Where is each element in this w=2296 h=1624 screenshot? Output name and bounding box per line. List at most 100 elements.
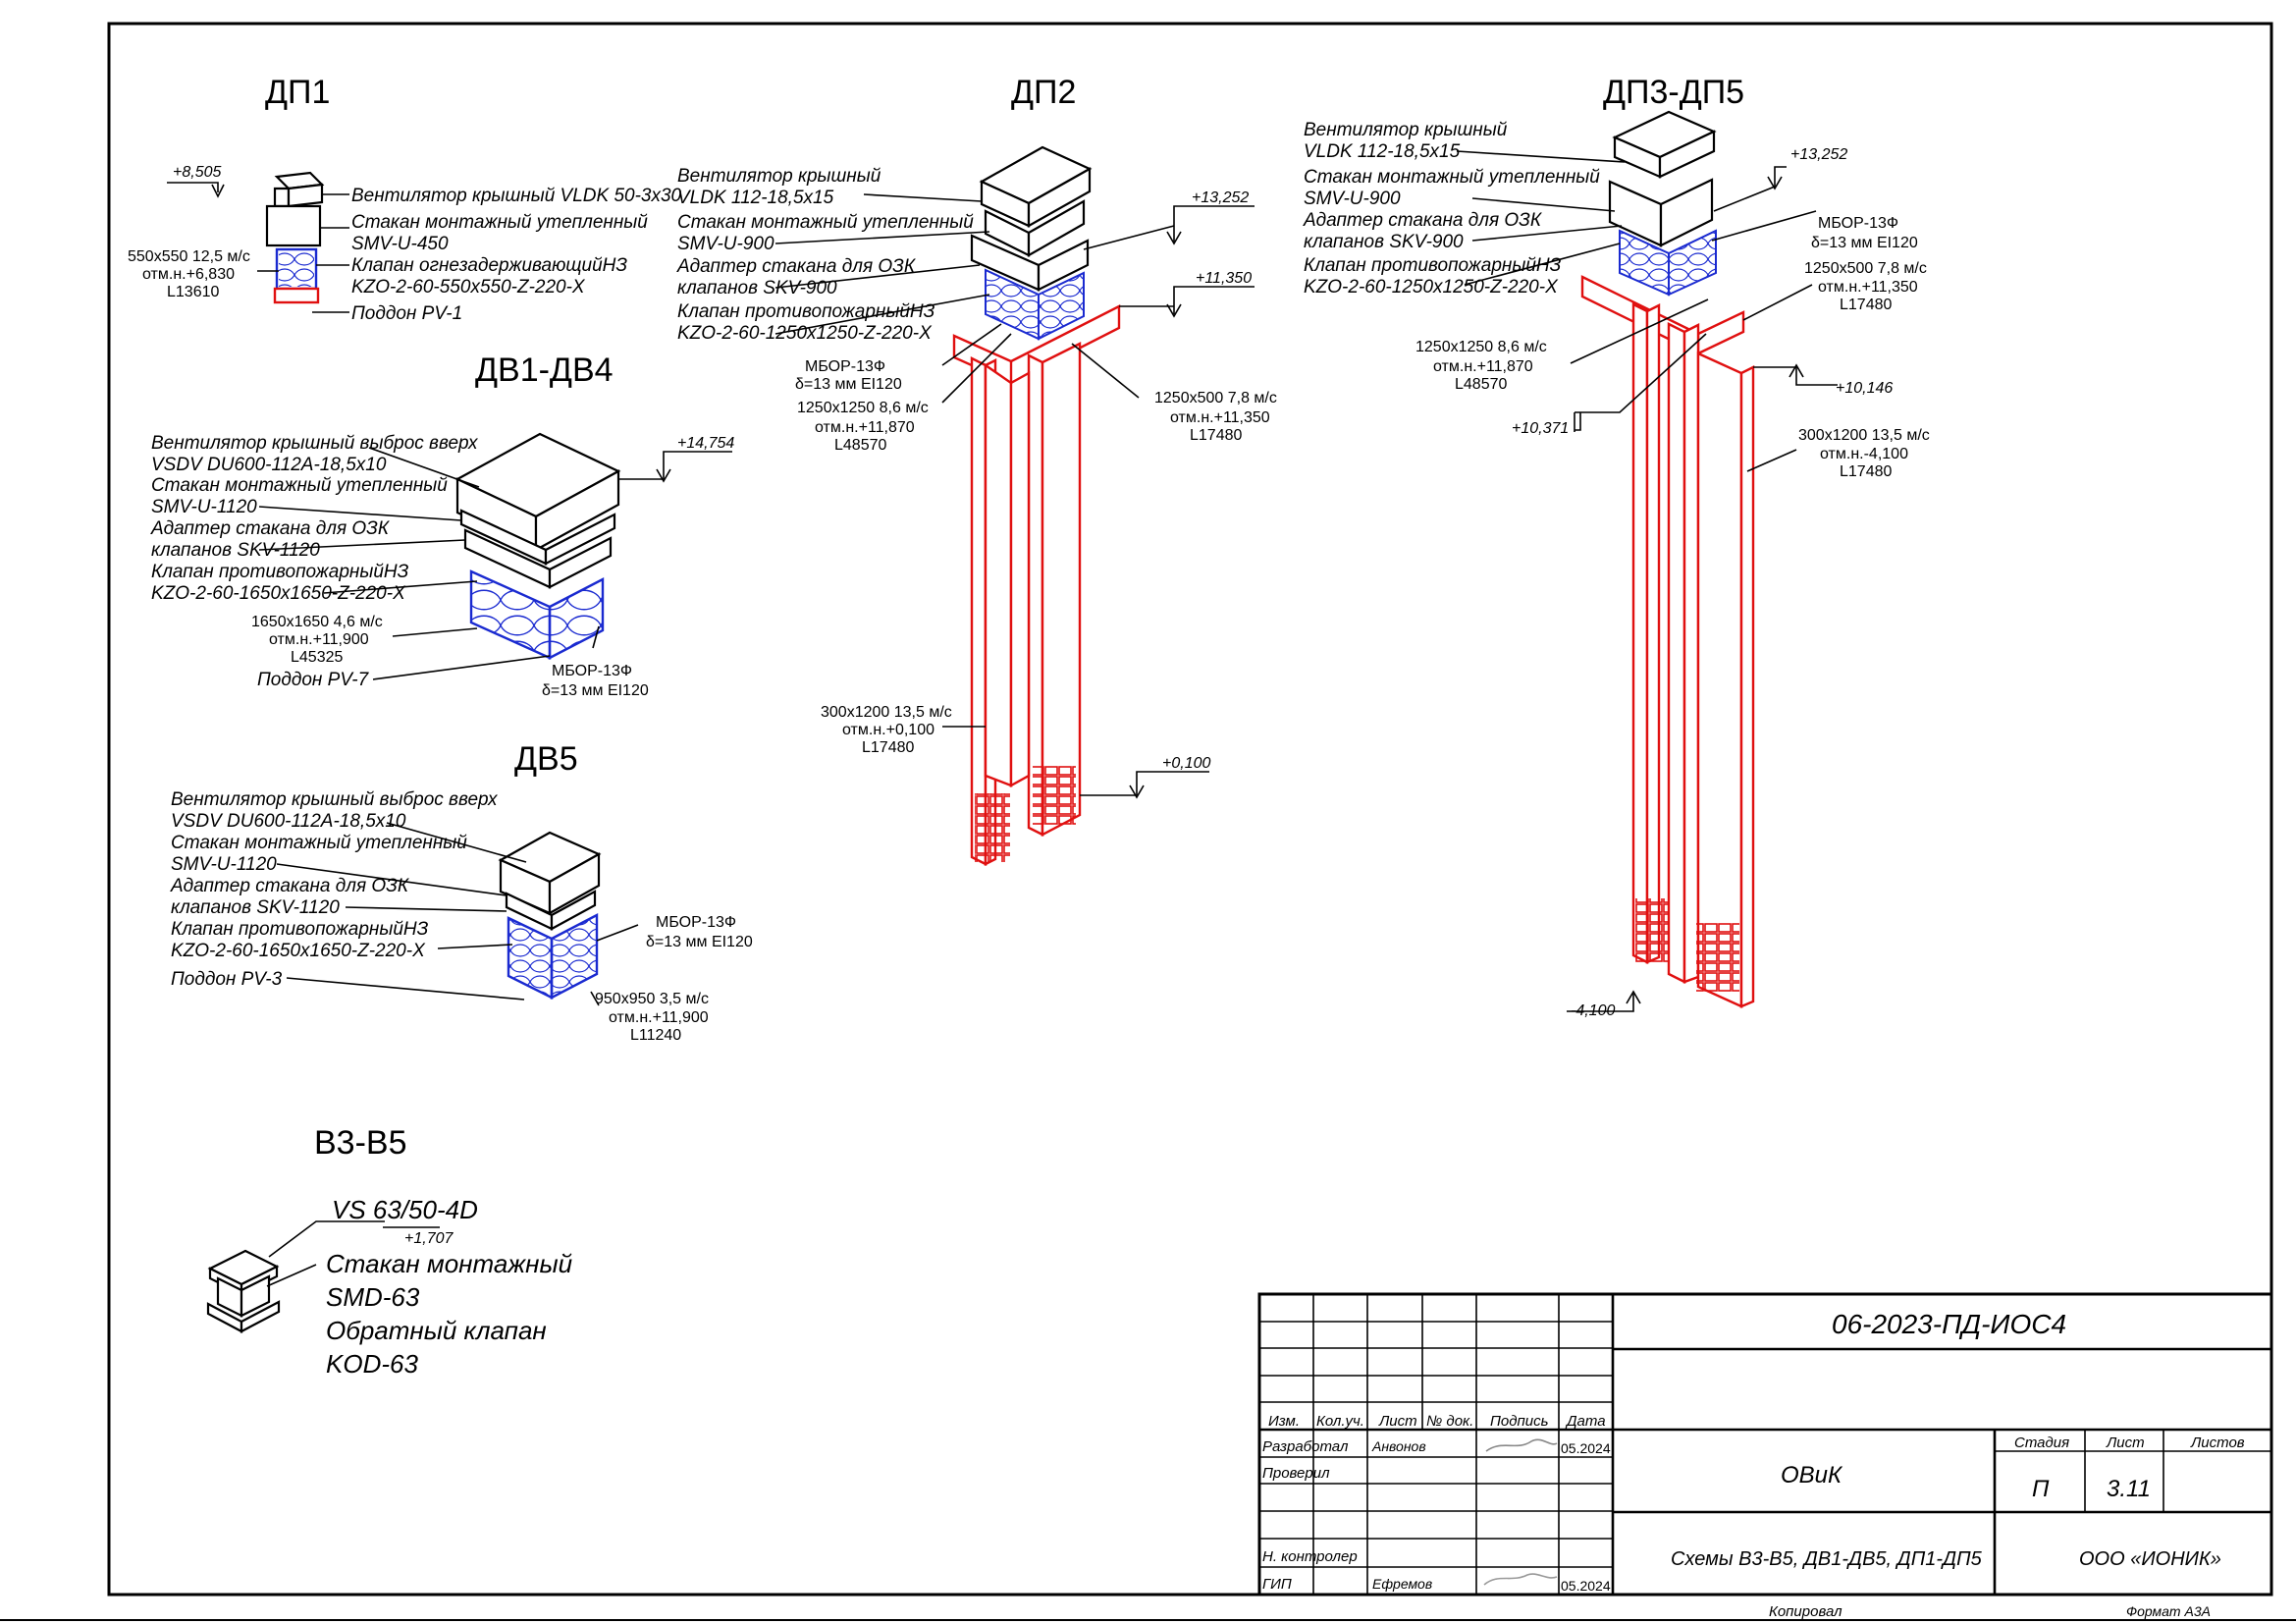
dv1-mbor-1: МБОР-13Ф [552, 663, 632, 679]
dp2-elev-11350: +11,350 [1196, 270, 1252, 287]
dp3-duct2-elev: отм.н.+11,350 [1818, 279, 1918, 296]
sheet-frame [107, 22, 2273, 1597]
dv5-fan-label-1: Вентилятор крышный выброс вверх [171, 789, 499, 810]
dp3-duct2-length: L17480 [1840, 297, 1892, 313]
title-dp2: ДП2 [1011, 74, 1076, 111]
stamp-copied: Копировал [1769, 1603, 1842, 1620]
dp3-leaders [1456, 150, 1838, 1012]
dp1-sleeve-label-2: SMV-U-450 [351, 234, 449, 254]
stamp-developer-date: 05.2024 [1561, 1440, 1611, 1456]
dp2-mbor-1: МБОР-13Ф [805, 358, 885, 375]
dp2-sleeve-label-2: SMV-U-900 [677, 234, 774, 254]
stamp-sheet-header: Лист [2106, 1435, 2145, 1451]
dv1-duct-elev: отм.н.+11,900 [269, 631, 369, 648]
dp1-duct-elev: отм.н.+6,830 [142, 266, 235, 283]
dv1-valve-label-2: KZO-2-60-1650х1650-Z-220-X [151, 583, 406, 604]
dp1-duct-size: 550х550 12,5 м/с [128, 248, 250, 265]
title-dp1: ДП1 [265, 74, 330, 111]
dp3-valve-label-2: KZO-2-60-1250х1250-Z-220-X [1304, 277, 1559, 298]
dv5-fan-unit [498, 831, 602, 1000]
dv1-leaders [258, 447, 732, 680]
dv1-duct-size: 1650х1650 4,6 м/с [251, 614, 383, 630]
dp3-adapter-label-1: Адаптер стакана для ОЗК [1303, 210, 1543, 231]
dp3-duct1-size: 1250х1250 8,6 м/с [1415, 339, 1547, 355]
v3-check-valve-model: KOD-63 [326, 1349, 418, 1379]
stamp-developer-name: Анвонов [1371, 1438, 1426, 1454]
dv1-fan-label-1: Вентилятор крышный выброс вверх [151, 433, 479, 454]
dp2-ducts [952, 304, 1121, 866]
dp1-duct-length: L13610 [167, 284, 219, 300]
v3-check-valve-label: Обратный клапан [326, 1316, 547, 1345]
dp3-duct3-size: 300х1200 13,5 м/с [1798, 427, 1930, 444]
v3-leaders [266, 1220, 440, 1287]
stamp-organization: ООО «ИОНИК» [2079, 1548, 2221, 1570]
stamp-format: Формат А3А [2126, 1603, 2211, 1619]
dp3-elev-10371: +10,371 [1512, 420, 1569, 437]
dv5-fan-label-2: VSDV DU600-112A-18,5х10 [171, 811, 406, 832]
title-dp3-dp5: ДП3-ДП5 [1603, 74, 1744, 111]
dv5-tray-label: Поддон PV-3 [171, 969, 283, 990]
stamp-h-list: Лист [1378, 1413, 1417, 1430]
dv5-valve-label-2: KZO-2-60-1650х1650-Z-220-X [171, 941, 426, 961]
dv5-adapter-label-1: Адаптер стакана для ОЗК [170, 876, 410, 896]
v3-fan-label: VS 63/50-4D [332, 1195, 478, 1224]
dv1-tray-label: Поддон PV-7 [257, 670, 370, 690]
dp3-elev-13252: +13,252 [1790, 146, 1847, 163]
dp2-elev-0100: +0,100 [1162, 755, 1210, 772]
stamp-h-podp: Подпись [1490, 1413, 1549, 1430]
dp1-valve-label-2: KZO-2-60-550х550-Z-220-X [351, 277, 586, 298]
dp2-fan-label-1: Вентилятор крышный [677, 166, 881, 187]
dp1-fan-label: Вентилятор крышный VLDK 50-3х30 [351, 186, 682, 206]
stamp-doc-code: 06-2023-ПД-ИОС4 [1832, 1309, 2066, 1339]
stamp-h-kol: Кол.уч. [1316, 1413, 1364, 1430]
dv1-sleeve-label-1: Стакан монтажный утепленный [151, 475, 448, 496]
v3-sleeve-model: SMD-63 [326, 1282, 420, 1312]
v3-elevation: +1,707 [404, 1230, 454, 1247]
dp3-valve-label-1: Клапан противопожарныйНЗ [1304, 255, 1562, 276]
stamp-stage-value: П [2032, 1476, 2050, 1502]
stamp-h-izm: Изм. [1268, 1413, 1300, 1430]
dp3-duct1-length: L48570 [1455, 376, 1507, 393]
dp2-duct2-length: L17480 [1190, 427, 1242, 444]
dv5-mbor-2: δ=13 мм EI120 [646, 934, 753, 950]
dp2-valve-label-1: Клапан противопожарныйНЗ [677, 301, 935, 322]
dv5-mbor-1: МБОР-13Ф [656, 914, 736, 931]
stamp-row-checked: Проверил [1262, 1465, 1330, 1482]
title-v3-v5: В3-В5 [314, 1124, 407, 1162]
stamp-stage-header: Стадия [2014, 1435, 2069, 1451]
dv5-leaders [276, 822, 639, 1006]
dp1-valve-label-1: Клапан огнезадерживающийНЗ [351, 255, 627, 276]
stamp-sheet-value: 3.11 [2107, 1476, 2151, 1502]
dp3-duct3-length: L17480 [1840, 463, 1892, 480]
dp3-mbor-2: δ=13 мм EI120 [1811, 235, 1918, 251]
dp1-sleeve-label-1: Стакан монтажный утепленный [351, 212, 648, 233]
dp3-duct3-elev: отм.н.-4,100 [1820, 446, 1908, 462]
stamp-description: Схемы В3-В5, ДВ1-ДВ5, ДП1-ДП5 [1671, 1548, 1983, 1570]
stamp-sheets-header: Листов [2190, 1435, 2245, 1451]
dp2-adapter-label-2: клапанов SKV-900 [677, 278, 837, 298]
dp3-adapter-label-2: клапанов SKV-900 [1304, 232, 1464, 252]
v3-sleeve-label: Стакан монтажный [326, 1249, 572, 1278]
dp2-elev-13252: +13,252 [1192, 189, 1249, 206]
dv5-duct-size: 950х950 3,5 м/с [595, 991, 709, 1007]
dv5-sleeve-label-1: Стакан монтажный утепленный [171, 833, 467, 853]
stamp-gip-name: Ефремов [1372, 1576, 1432, 1592]
dp1-elevation: +8,505 [173, 164, 221, 181]
dv1-mbor-2: δ=13 мм EI120 [542, 682, 649, 699]
dp2-duct3-size: 300х1200 13,5 м/с [821, 704, 952, 721]
dv5-adapter-label-2: клапанов SKV-1120 [171, 897, 340, 918]
dp3-duct1-elev: отм.н.+11,870 [1433, 358, 1533, 375]
title-dv5: ДВ5 [514, 740, 578, 778]
dv1-adapter-label-1: Адаптер стакана для ОЗК [150, 518, 391, 539]
dp3-duct2-size: 1250х500 7,8 м/с [1804, 260, 1927, 277]
title-dv1-dv4: ДВ1-ДВ4 [475, 352, 614, 389]
dp3-sleeve-label-1: Стакан монтажный утепленный [1304, 167, 1600, 188]
dp2-duct3-length: L17480 [862, 739, 914, 756]
dv1-elev-14754: +14,754 [677, 435, 734, 452]
dp3-ducts [1580, 275, 1755, 1008]
dv1-valve-label-1: Клапан противопожарныйНЗ [151, 562, 409, 582]
stamp-row-normcontrol: Н. контролер [1262, 1548, 1358, 1565]
dp2-sleeve-label-1: Стакан монтажный утепленный [677, 212, 974, 233]
dv1-duct-length: L45325 [291, 649, 343, 666]
